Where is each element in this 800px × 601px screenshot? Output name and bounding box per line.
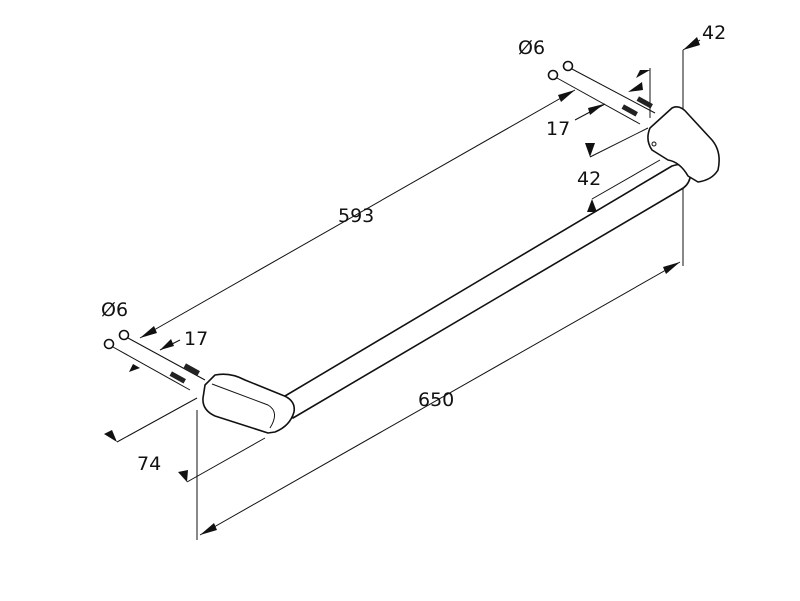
rod: [112, 346, 191, 391]
hole-circle: [103, 338, 115, 350]
hole-circle: [118, 329, 130, 341]
leader-42-mid: [589, 127, 649, 158]
right-bracket: [647, 106, 720, 183]
label-650: 650: [418, 389, 454, 411]
label-17-right: 17: [546, 118, 570, 140]
left-bracket: [202, 373, 296, 434]
arrowhead: [558, 90, 575, 102]
wall-plug: [183, 363, 200, 376]
arrowhead: [200, 523, 217, 535]
label-diameter-right: Ø6: [518, 37, 545, 59]
set-screw: [651, 141, 657, 147]
label-17-left: 17: [184, 328, 208, 350]
arrowhead: [160, 339, 174, 350]
arrowhead: [588, 104, 604, 115]
arrowhead: [140, 326, 157, 338]
label-42-mid: 42: [577, 168, 601, 190]
arrowhead: [683, 37, 700, 50]
dimension-lines: [104, 37, 701, 540]
arrowhead: [585, 143, 595, 157]
rod: [571, 68, 656, 114]
arrowhead: [104, 430, 117, 442]
leader-74: [186, 437, 266, 483]
arrowhead: [587, 199, 597, 212]
towel-bar: [202, 106, 720, 434]
hole-circle: [547, 69, 559, 81]
arrowhead: [628, 82, 643, 92]
labels: 593 650 74 42 42 17 17 Ø6 Ø6: [101, 22, 726, 475]
hole-circle: [562, 60, 574, 72]
label-74: 74: [137, 453, 161, 475]
rod: [556, 77, 641, 125]
arrowhead: [129, 364, 140, 372]
label-593: 593: [338, 205, 374, 227]
wall-plug: [169, 371, 186, 384]
label-42-top: 42: [702, 22, 726, 44]
leader-74: [116, 397, 198, 443]
arrowhead: [178, 470, 188, 482]
dim-line-650: [199, 261, 681, 536]
anchor-rods-right: [547, 60, 656, 125]
label-diameter-left: Ø6: [101, 299, 128, 321]
anchor-rods-left: [103, 329, 206, 391]
wall-plug: [636, 96, 653, 109]
left-bracket-edge: [211, 383, 275, 429]
wall-plug: [621, 104, 638, 117]
rod: [127, 337, 206, 381]
arrowhead: [636, 70, 650, 78]
leader-42-mid: [591, 159, 661, 200]
dim-line-593: [139, 89, 576, 339]
arrowhead: [663, 262, 680, 274]
